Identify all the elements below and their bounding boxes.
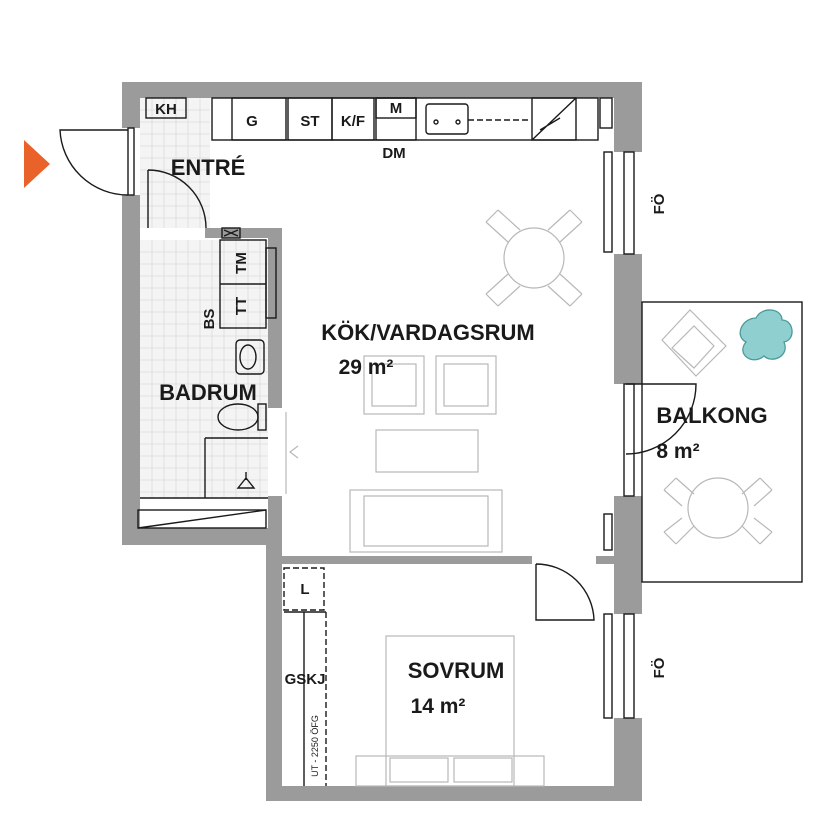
st-label: ST xyxy=(300,113,319,130)
bs-label: BS xyxy=(201,309,218,330)
room-kok-area: 29 m² xyxy=(339,356,394,379)
m-label: M xyxy=(390,100,403,117)
kh-label: KH xyxy=(155,101,177,118)
room-sovrum-name: SOVRUM xyxy=(408,658,505,683)
dm-label: DM xyxy=(382,145,405,162)
bathroom-fixtures xyxy=(140,227,277,499)
l-label: L xyxy=(300,581,309,598)
plant-icon xyxy=(739,309,793,361)
bedroom-door[interactable] xyxy=(535,563,595,621)
bedroom-storage xyxy=(283,567,327,786)
room-entre: ENTRÉ xyxy=(171,155,246,180)
entry-arrow-icon xyxy=(24,140,50,188)
labels: KH G ST K/F M DM ENTRÉ TM TT BS BADRUM K… xyxy=(145,97,768,777)
floor-drain-icon xyxy=(236,472,256,489)
balcony xyxy=(641,301,803,583)
windows xyxy=(122,127,642,719)
furniture xyxy=(285,209,583,787)
fo-label-bottom: FÖ xyxy=(651,657,668,678)
kf-label: K/F xyxy=(341,113,365,130)
entry-door[interactable] xyxy=(59,129,129,196)
g-label: G xyxy=(246,113,258,130)
room-balkong-name: BALKONG xyxy=(656,403,767,428)
kitchen-counter xyxy=(211,97,613,141)
room-kok-name: KÖK/VARDAGSRUM xyxy=(321,320,534,345)
walls xyxy=(122,82,642,801)
balcony-door[interactable] xyxy=(625,383,697,455)
tt-label: TT xyxy=(233,297,250,315)
fo-label-top: FÖ xyxy=(651,193,668,214)
storage-shelf xyxy=(137,509,267,529)
room-sovrum-area: 14 m² xyxy=(411,695,466,718)
bathroom-door[interactable] xyxy=(147,169,207,229)
gskj-label: GSKJ xyxy=(285,671,326,688)
tm-label: TM xyxy=(233,252,250,274)
ut-label: UT - 2250 ÖFG xyxy=(310,715,320,777)
room-balkong-area: 8 m² xyxy=(656,440,699,463)
room-badrum: BADRUM xyxy=(159,380,257,405)
